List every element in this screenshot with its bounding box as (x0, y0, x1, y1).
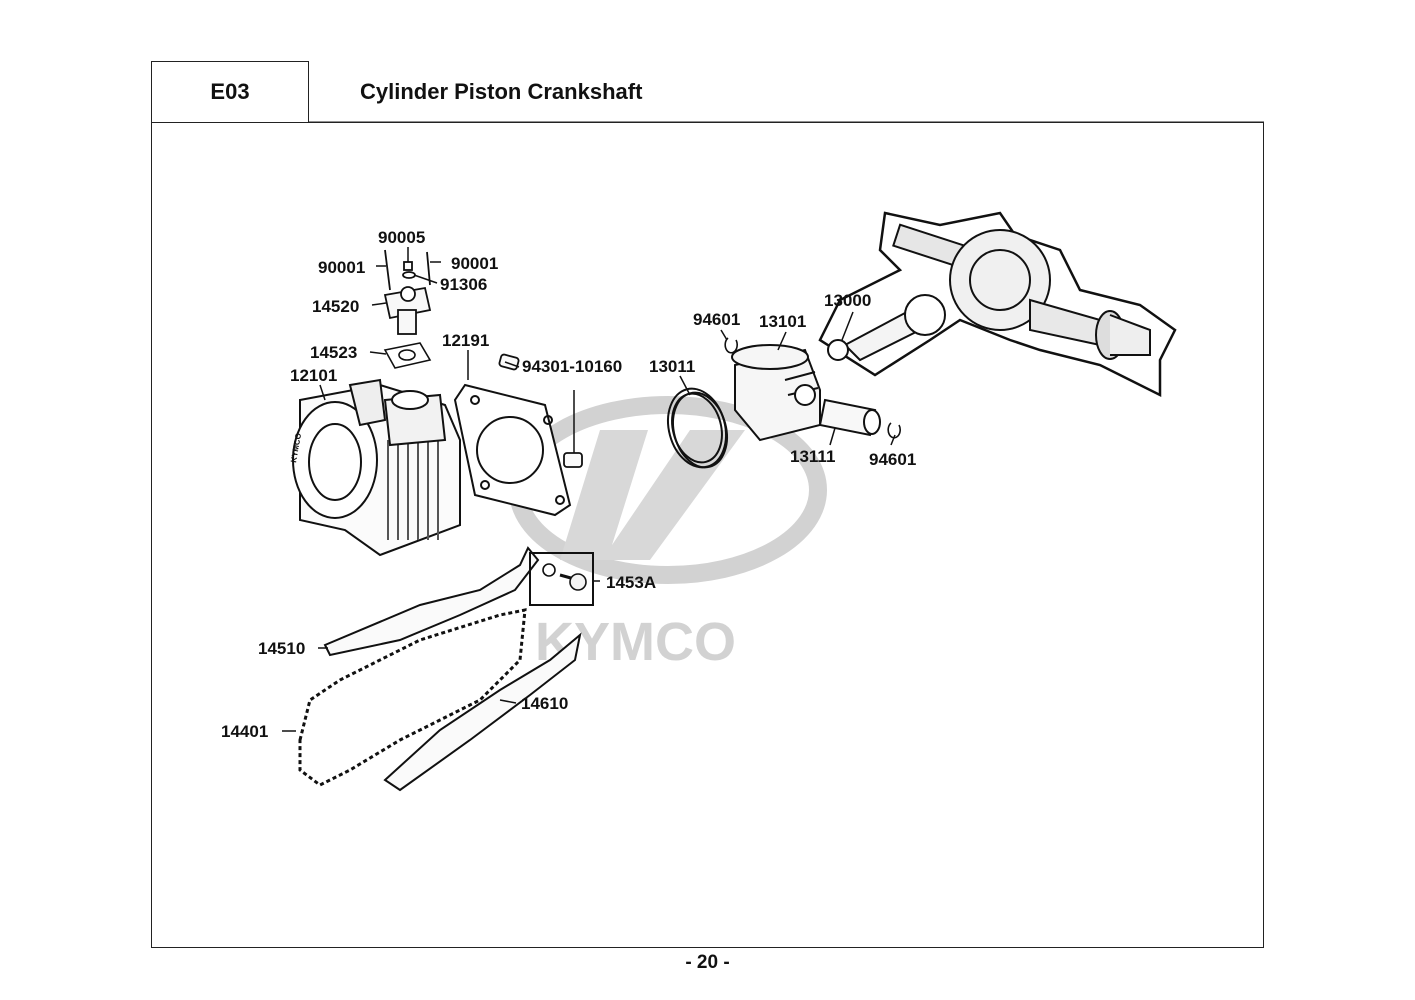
cam-chain (298, 608, 527, 787)
callout-90001-left: 90001 (318, 258, 365, 277)
callout-14610: 14610 (521, 694, 568, 713)
callout-90005: 90005 (378, 228, 425, 247)
page-number: - 20 - (685, 952, 730, 973)
callout-1453A: 1453A (606, 573, 656, 592)
callout-12191: 12191 (442, 331, 489, 350)
callout-14520: 14520 (312, 297, 359, 316)
callout-13101: 13101 (759, 312, 806, 331)
callout-13011: 13011 (649, 357, 695, 376)
callout-14401: 14401 (221, 722, 268, 741)
callout-90001-right: 90001 (451, 254, 498, 273)
callout-94601-top: 94601 (693, 310, 740, 329)
circlip (724, 337, 901, 439)
callout-14523: 14523 (310, 343, 357, 362)
callout-13000: 13000 (824, 291, 871, 310)
cam-chain-tensioner (383, 249, 432, 335)
callout-91306: 91306 (440, 275, 487, 294)
piston (731, 344, 821, 442)
callout-12101: 12101 (290, 366, 337, 385)
tensioner-gasket (383, 342, 432, 369)
callout-14510: 14510 (258, 639, 305, 658)
cylinder-block: KYMCO (289, 378, 461, 557)
leader-lines (282, 247, 896, 732)
chain-tensioner-slipper (383, 632, 582, 792)
callout-13111: 13111 (790, 447, 835, 466)
page-title: Cylinder Piston Crankshaft (360, 78, 643, 104)
callout-94301-10160: 94301-10160 (522, 357, 622, 376)
section-code: E03 (151, 61, 309, 122)
kymco-watermark-logo: KYMCO (509, 396, 827, 672)
callout-94601-bottom: 94601 (869, 450, 916, 469)
cylinder-gasket (453, 383, 572, 517)
crankshaft-assembly (818, 211, 1177, 398)
piston-pin (818, 398, 881, 437)
pivot-bolt-kit (529, 552, 594, 606)
cam-chain-guide (323, 546, 540, 657)
